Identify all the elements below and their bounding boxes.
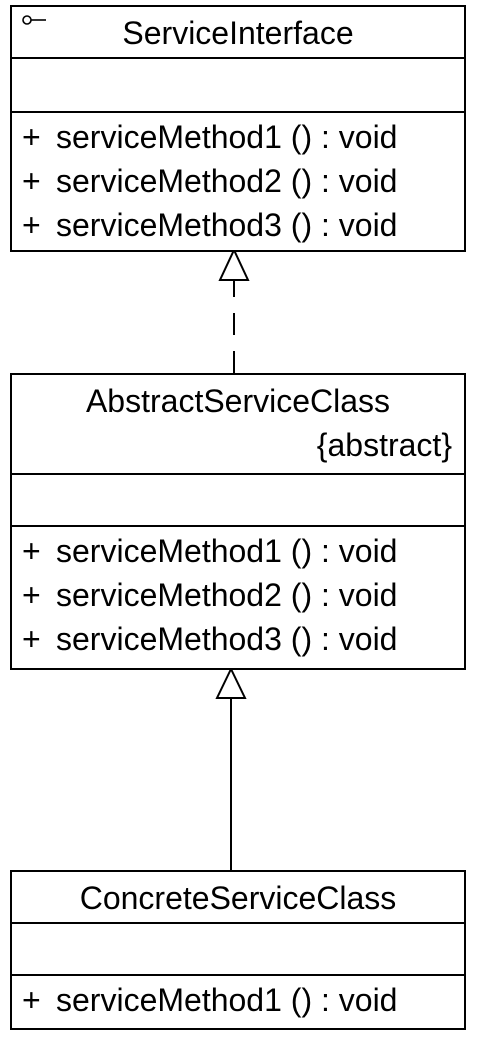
visibility-marker: + xyxy=(22,119,41,155)
operation-signature: serviceMethod3 () : void xyxy=(56,621,398,657)
class-concrete-service-class[interactable]: ConcreteServiceClass + serviceMethod1 () … xyxy=(10,870,466,1030)
operation: + serviceMethod3 () : void xyxy=(12,617,464,661)
visibility-marker: + xyxy=(22,982,41,1018)
name-compartment: ConcreteServiceClass xyxy=(12,872,464,924)
attributes-compartment xyxy=(12,475,464,527)
operation: + serviceMethod3 () : void xyxy=(12,203,464,247)
visibility-marker: + xyxy=(22,621,41,657)
operations-compartment: + serviceMethod1 () : void + serviceMethod… xyxy=(12,527,464,661)
realization-arrowhead xyxy=(218,247,250,281)
operation-signature: serviceMethod3 () : void xyxy=(56,207,398,243)
operation: + serviceMethod2 () : void xyxy=(12,573,464,617)
operation-signature: serviceMethod1 () : void xyxy=(56,982,398,1018)
visibility-marker: + xyxy=(22,533,41,569)
name-compartment: AbstractServiceClass {abstract} xyxy=(12,375,464,475)
interface-lollipop-icon xyxy=(22,15,46,25)
operation-signature: serviceMethod1 () : void xyxy=(56,119,398,155)
abstract-constraint: {abstract} xyxy=(316,427,452,463)
visibility-marker: + xyxy=(22,163,41,199)
attributes-compartment xyxy=(12,59,464,113)
operation: + serviceMethod1 () : void xyxy=(12,978,464,1022)
class-abstract-service-class[interactable]: AbstractServiceClass {abstract} + service… xyxy=(10,373,466,670)
operation-signature: serviceMethod1 () : void xyxy=(56,533,398,569)
operation-signature: serviceMethod2 () : void xyxy=(56,577,398,613)
visibility-marker: + xyxy=(22,207,41,243)
class-name: ConcreteServiceClass xyxy=(79,880,397,916)
generalization-arrowhead xyxy=(215,666,247,699)
name-compartment: ServiceInterface xyxy=(12,7,464,59)
class-name: AbstractServiceClass xyxy=(85,383,391,419)
operation: + serviceMethod2 () : void xyxy=(12,159,464,203)
class-name: ServiceInterface xyxy=(122,15,354,51)
attributes-compartment xyxy=(12,924,464,976)
operation: + serviceMethod1 () : void xyxy=(12,115,464,159)
operations-compartment: + serviceMethod1 () : void + serviceMethod… xyxy=(12,113,464,247)
operation: + serviceMethod1 () : void xyxy=(12,529,464,573)
visibility-marker: + xyxy=(22,577,41,613)
operations-compartment: + serviceMethod1 () : void xyxy=(12,976,464,1022)
operation-signature: serviceMethod2 () : void xyxy=(56,163,398,199)
class-service-interface[interactable]: ServiceInterface + serviceMethod1 () : vo… xyxy=(10,5,466,252)
